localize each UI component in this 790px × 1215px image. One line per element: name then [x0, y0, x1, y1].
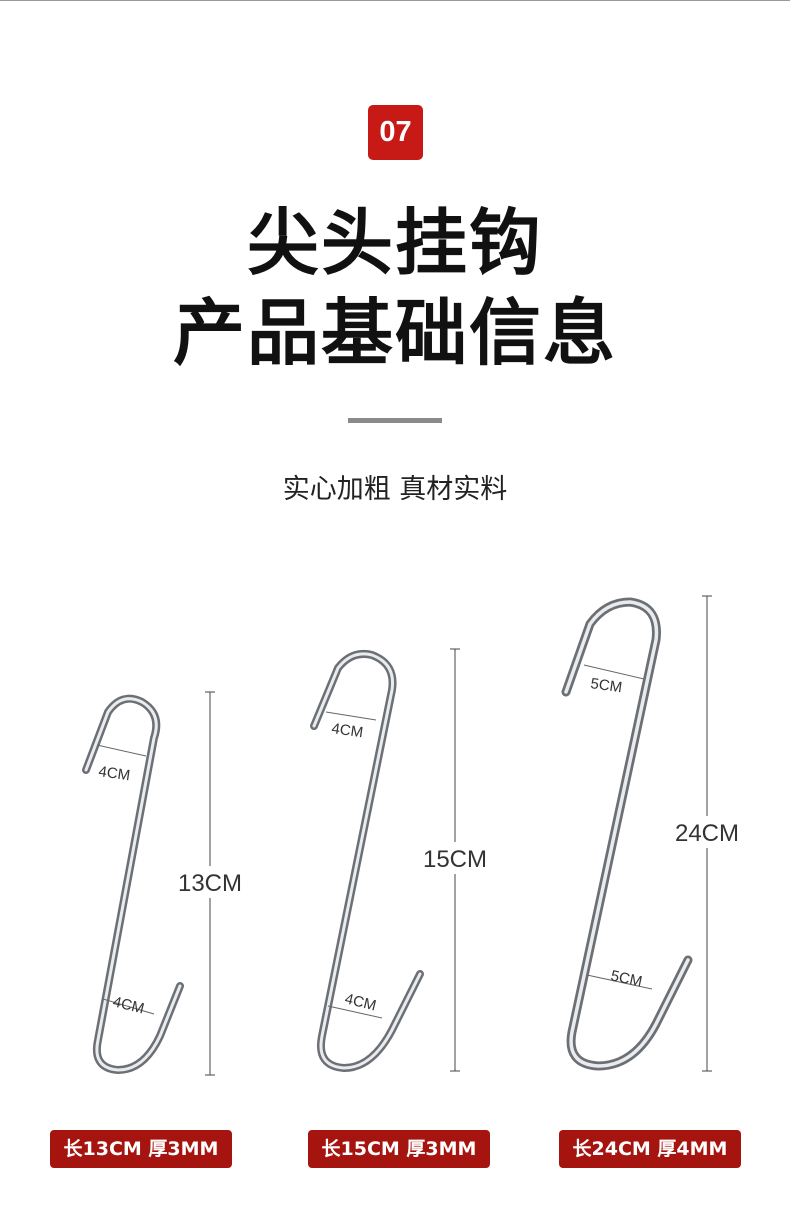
hook-13cm-length-label: 13CM — [178, 870, 242, 897]
top-border-line — [0, 0, 790, 1]
hook-24cm-length-label: 24CM — [675, 820, 739, 847]
hook-24cm-image — [561, 597, 693, 1071]
hook-24cm-top-width: 5CM — [589, 675, 623, 696]
subtitle: 实心加粗 真材实料 — [282, 474, 508, 505]
title-divider — [348, 418, 442, 423]
hook-24cm-bottom-width: 5CM — [609, 967, 644, 990]
page-title-line-2: 产品基础信息 — [172, 291, 617, 375]
spec-tag-24cm: 长24CM 厚4MM — [559, 1130, 741, 1168]
hook-15cm-length-label: 15CM — [423, 846, 487, 873]
spec-tag-15cm: 长15CM 厚3MM — [308, 1130, 490, 1168]
spec-tag-13cm: 长13CM 厚3MM — [50, 1130, 232, 1168]
page-title-line-1: 尖头挂钩 — [246, 201, 543, 285]
hook-15cm-top-width: 4CM — [330, 720, 364, 741]
hook-13cm-image — [82, 694, 184, 1075]
hook-13cm-bottom-width: 4CM — [111, 993, 146, 1017]
hook-15cm-image — [310, 649, 424, 1073]
hook-13cm-top-width: 4CM — [97, 763, 131, 784]
section-number-badge: 07 — [368, 105, 423, 160]
